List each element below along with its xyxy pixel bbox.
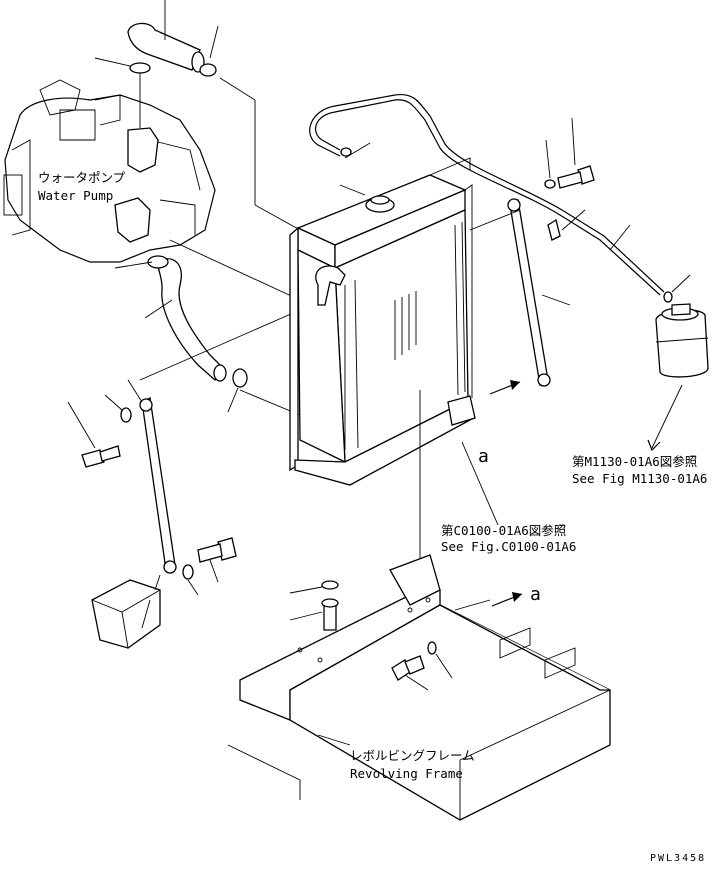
drawing-code: PWL3458 <box>650 853 706 864</box>
mount-bracket-left <box>91 579 161 649</box>
view-mark-upper: a <box>478 446 489 467</box>
hose-clamp-upper <box>199 63 217 77</box>
revolving-frame-label-jp: レボルビングフレーム <box>350 748 475 763</box>
clip-tube-lower <box>663 291 673 303</box>
water-pump-housing <box>114 127 159 243</box>
bracket-tube <box>547 218 561 241</box>
reservoir-tank <box>655 303 709 378</box>
view-arrowhead-lower <box>512 592 522 602</box>
washer-left-lower <box>182 564 194 580</box>
view-mark-lower: a <box>530 584 541 605</box>
bolt-right-upper <box>557 165 595 189</box>
hose-clamp-lower <box>213 364 248 388</box>
washer-left-upper <box>120 407 132 423</box>
ref-m1130-label-jp: 第M1130-01A6図参照 <box>572 454 697 469</box>
engine-block <box>3 79 216 263</box>
washer-frame-right <box>427 641 437 655</box>
lower-hose <box>147 255 226 381</box>
ref-m1130-label-en: See Fig M1130-01A6 <box>572 471 707 486</box>
bolt-left-upper <box>81 445 121 468</box>
bolt-left-lower <box>197 537 237 563</box>
bolt-frame-left <box>321 598 339 631</box>
washer-frame-left <box>321 580 339 590</box>
ref-c0100-label-en: See Fig.C0100-01A6 <box>441 539 576 554</box>
clip-tube-upper <box>340 147 352 157</box>
revolving-frame-label-en: Revolving Frame <box>350 766 463 781</box>
radiator-assembly <box>289 157 476 486</box>
ref-c0100-label-jp: 第C0100-01A6図参照 <box>441 523 566 538</box>
revolving-frame <box>227 554 611 821</box>
stay-rod-right <box>507 198 551 387</box>
water-pump-label-jp: ウォータポンプ <box>38 170 126 185</box>
stay-rod-left <box>139 397 177 574</box>
view-arrowhead-upper <box>510 380 520 390</box>
water-pump-label-en: Water Pump <box>38 188 113 203</box>
overflow-tube <box>309 93 665 296</box>
o-ring-upper <box>129 62 151 74</box>
washer-right-upper <box>544 179 556 189</box>
